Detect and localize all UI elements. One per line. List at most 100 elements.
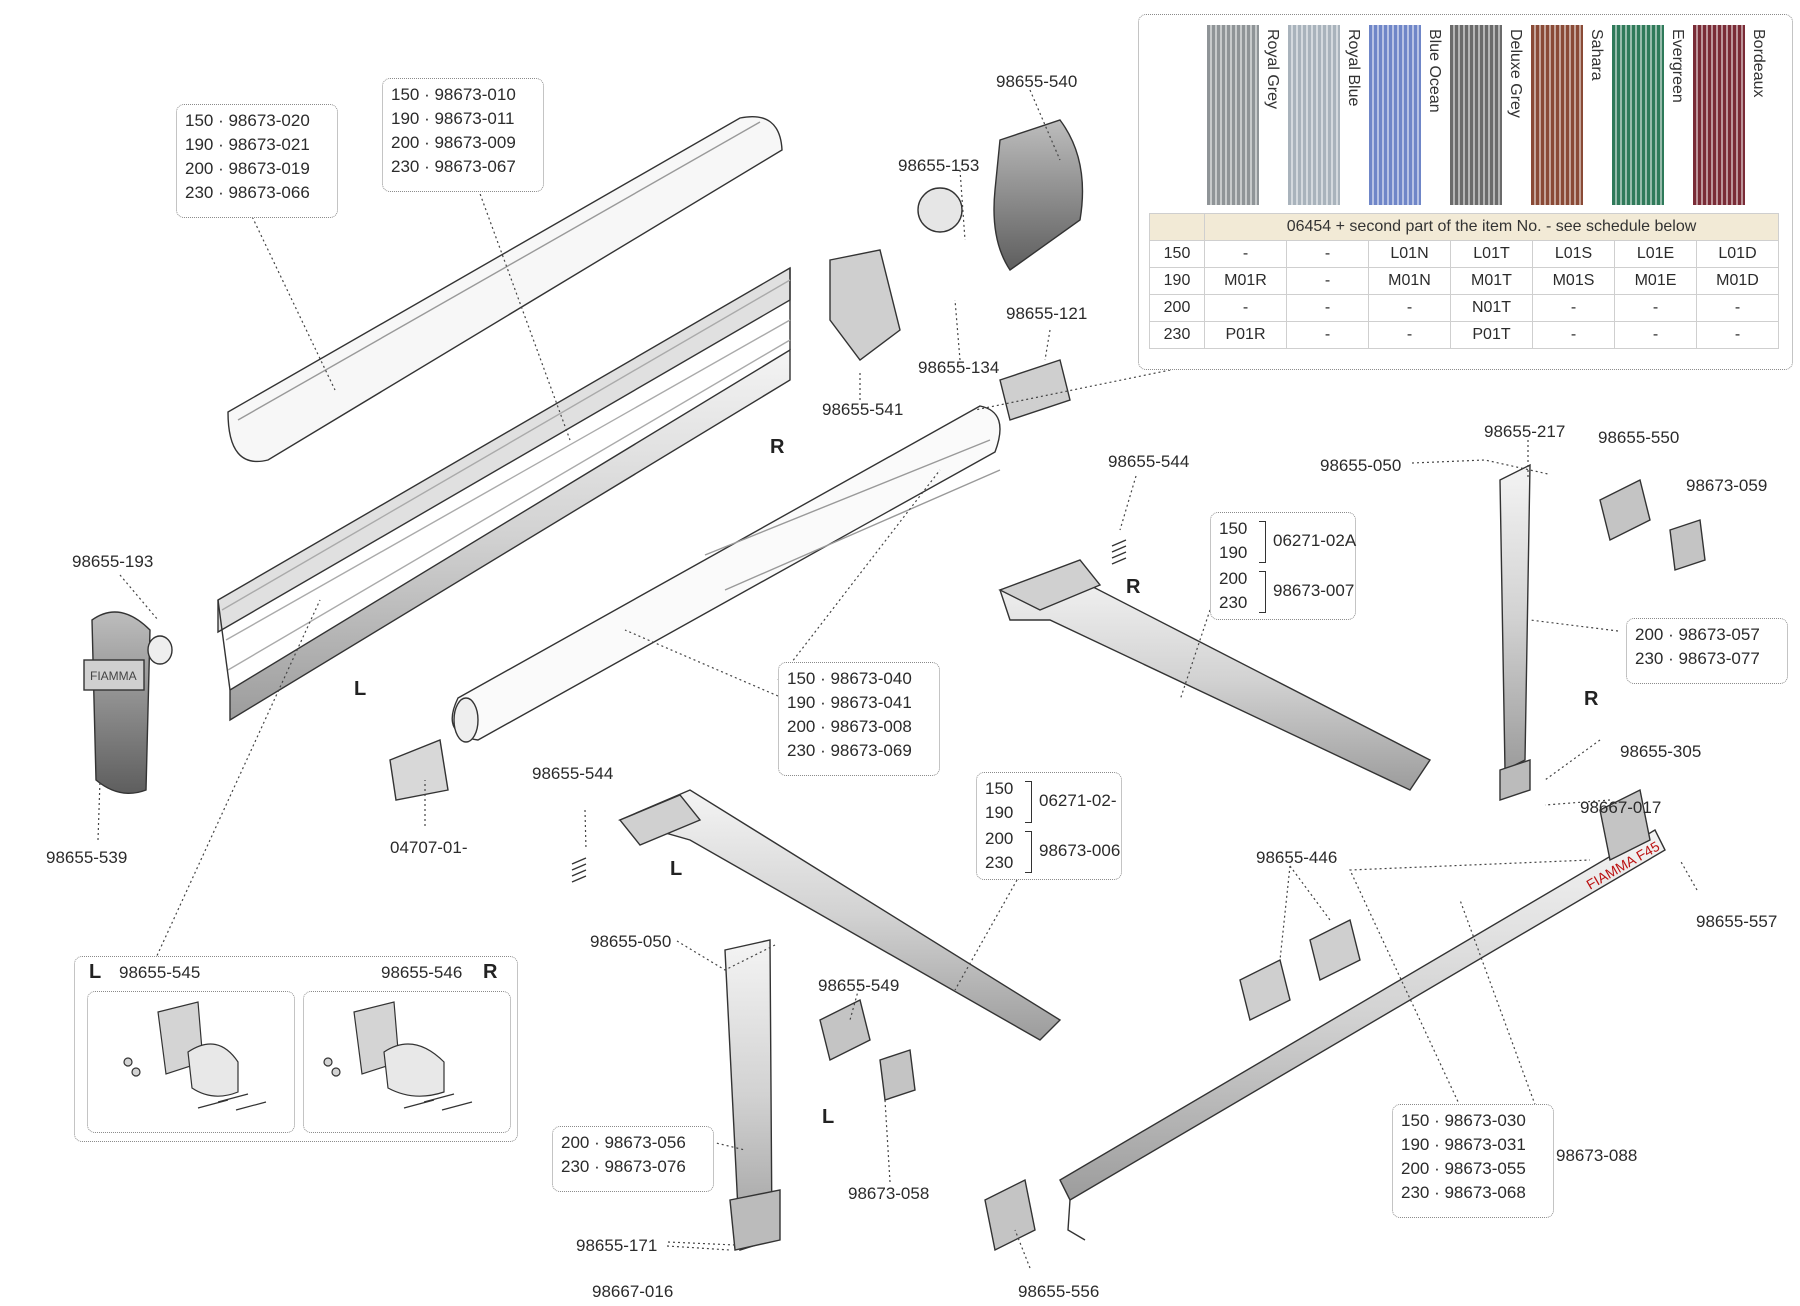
lead-rail-part-box: 150 · 98673-030 190 · 98673-031 200 · 98… (1392, 1104, 1554, 1218)
table-header: 06454 + second part of the item No. - se… (1204, 213, 1779, 241)
part-label-088: 98673-088 (1556, 1146, 1638, 1165)
color-name: Evergreen (1669, 29, 1686, 103)
code-cell: - (1286, 240, 1369, 268)
arm-code: 98673-007 (1273, 581, 1355, 600)
left-leg-part-box: 200 · 98673-056 230 · 98673-076 (552, 1126, 714, 1192)
right-side-letter: R (483, 961, 498, 983)
part-label-050-right: 98655-050 (1320, 456, 1402, 475)
part-label-540: 98655-540 (996, 72, 1078, 91)
code-cell: - (1532, 294, 1615, 322)
arm-size: 200 (985, 829, 1014, 848)
svg-text:FIAMMA: FIAMMA (90, 669, 137, 683)
arm-code: 06271-02- (1039, 791, 1117, 810)
roller-tube-part (451, 405, 1001, 741)
code-cell: M01E (1614, 267, 1697, 295)
part-label-544-right: 98655-544 (1108, 452, 1190, 471)
code-cell: - (1286, 267, 1369, 295)
color-name: Blue Ocean (1426, 29, 1443, 113)
front-cover-part (227, 116, 783, 463)
part-row: 150 · 98673-030 (1401, 1111, 1526, 1130)
left-bracket-drawing (123, 1001, 267, 1111)
code-cell: M01N (1368, 267, 1451, 295)
code-cell: M01S (1532, 267, 1615, 295)
code-cell: - (1696, 294, 1779, 322)
part-label-550: 98655-550 (1598, 428, 1680, 447)
front-cover-part-box: 150 · 98673-020 190 · 98673-021 200 · 98… (176, 104, 338, 218)
part-label-017: 98667-017 (1580, 798, 1662, 817)
part-label-539: 98655-539 (46, 848, 128, 867)
spring-left (571, 857, 587, 883)
arm-size: 150 (985, 779, 1014, 798)
code-cell: P01T (1450, 321, 1533, 349)
code-cell: M01D (1696, 267, 1779, 295)
part-row: 200 · 98673-057 (1635, 625, 1760, 644)
color-name: Deluxe Grey (1507, 29, 1524, 118)
color-swatch (1612, 25, 1664, 205)
part-label-134: 98655-134 (918, 358, 1000, 377)
right-bracket-drawing (323, 1001, 473, 1111)
part-row: 150 · 98673-020 (185, 111, 310, 130)
part-row: 200 · 98673-019 (185, 159, 310, 178)
code-cell: - (1286, 321, 1369, 349)
color-code-table: 06454 + second part of the item No. - se… (1149, 213, 1779, 349)
part-row: 230 · 98673-069 (787, 741, 912, 760)
left-arm-part-box: 150 190 06271-02- 200 230 98673-006 (976, 772, 1122, 880)
roller-tube-part-box: 150 · 98673-040 190 · 98673-041 200 · 98… (778, 662, 940, 776)
left-bracket-subbox (87, 991, 295, 1133)
color-swatch (1288, 25, 1340, 205)
side-letter-l: L (822, 1106, 835, 1128)
table-row: 200---N01T--- (1149, 294, 1779, 322)
bracket-line (1025, 781, 1032, 823)
code-cell: - (1614, 294, 1697, 322)
code-cell: P01R (1204, 321, 1287, 349)
part-row: 230 · 98673-068 (1401, 1183, 1526, 1202)
part-label-050-left: 98655-050 (590, 932, 672, 951)
part-label-546: 98655-546 (381, 963, 463, 982)
part-row: 230 · 98673-066 (185, 183, 310, 202)
code-cell: L01S (1532, 240, 1615, 268)
code-cell: L01N (1368, 240, 1451, 268)
spring-right (1111, 539, 1127, 565)
code-cell: M01R (1204, 267, 1287, 295)
part-label-058: 98673-058 (848, 1184, 930, 1203)
part-row: 190 · 98673-021 (185, 135, 310, 154)
part-label-544-left: 98655-544 (532, 764, 614, 783)
part-label-545: 98655-545 (119, 963, 201, 982)
part-label-059: 98673-059 (1686, 476, 1768, 495)
part-label-557: 98655-557 (1696, 912, 1778, 931)
side-letter-l: L (354, 678, 367, 700)
part-label-193: 98655-193 (72, 552, 154, 571)
part-row: 150 · 98673-010 (391, 85, 516, 104)
side-letter-r: R (770, 436, 785, 458)
part-row: 200 · 98673-008 (787, 717, 912, 736)
part-row: 200 · 98673-056 (561, 1133, 686, 1152)
part-label-305: 98655-305 (1620, 742, 1702, 761)
color-name: Royal Blue (1345, 29, 1362, 107)
size-cell: 200 (1149, 294, 1205, 322)
code-cell: - (1368, 321, 1451, 349)
side-letter-r: R (1584, 688, 1599, 710)
code-cell: M01T (1450, 267, 1533, 295)
right-leg-part (1499, 463, 1531, 772)
part-row: 150 · 98673-040 (787, 669, 912, 688)
color-name: Royal Grey (1264, 29, 1281, 110)
code-cell: - (1204, 294, 1287, 322)
part-label-016: 98667-016 (592, 1282, 674, 1301)
right-bracket-subbox (303, 991, 511, 1133)
part-row: 230 · 98673-067 (391, 157, 516, 176)
bracket-line (1259, 521, 1266, 563)
color-swatch (1531, 25, 1583, 205)
arm-size: 150 (1219, 519, 1248, 538)
code-cell: - (1204, 240, 1287, 268)
part-label-217: 98655-217 (1484, 422, 1566, 441)
code-cell: - (1368, 294, 1451, 322)
color-swatch (1450, 25, 1502, 205)
color-swatch (1207, 25, 1259, 205)
size-cell: 190 (1149, 267, 1205, 295)
left-side-letter: L (89, 961, 102, 983)
table-header-row: 06454 + second part of the item No. - se… (1149, 213, 1779, 241)
part-row: 190 · 98673-041 (787, 693, 912, 712)
part-label-171: 98655-171 (576, 1236, 658, 1255)
